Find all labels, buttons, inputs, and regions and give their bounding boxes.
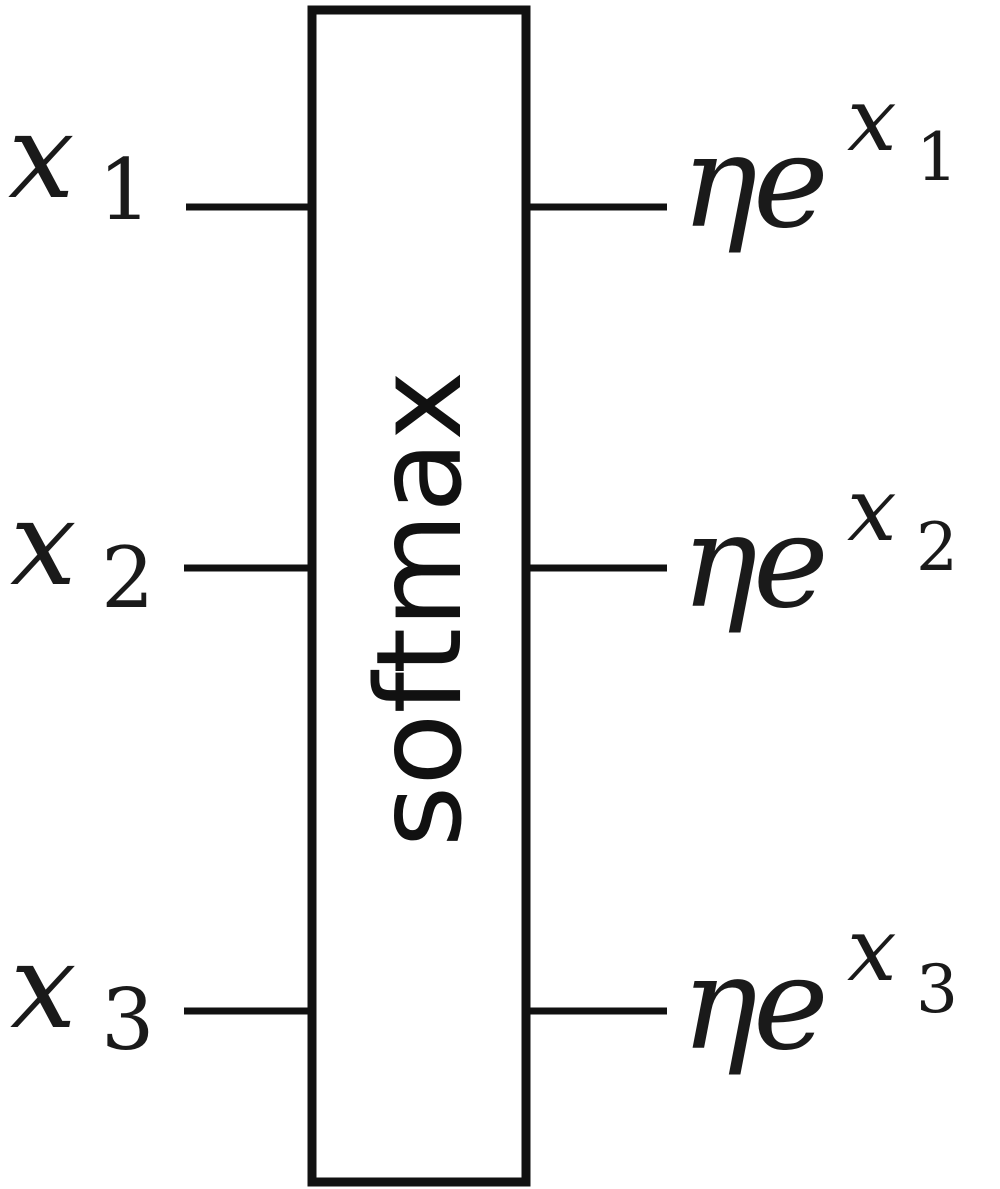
input-label-1: x 1 (8, 87, 151, 239)
output-label-1: η e x 1 (681, 68, 958, 257)
input-label-3: x 3 (10, 917, 154, 1069)
output-exp-sub-1: 1 (916, 119, 958, 196)
output-coef-3: η (681, 930, 758, 1079)
softmax-box (307, 5, 531, 1187)
output-exp-sub-3: 3 (916, 951, 958, 1028)
output-label-3: η e x 3 (681, 898, 958, 1079)
input-var-1: x (8, 87, 75, 225)
softmax-label: softmax (350, 371, 488, 848)
input-label-2: x 2 (10, 474, 154, 627)
output-base-3: e (753, 930, 829, 1079)
output-coef-2: η (681, 488, 758, 637)
output-coef-1: η (681, 108, 758, 257)
output-exp-var-3: x (847, 898, 897, 1001)
output-label-2: η e x 2 (681, 458, 958, 637)
output-exp-sub-2: 2 (916, 509, 958, 586)
input-sub-2: 2 (101, 529, 154, 627)
input-var-3: x (10, 917, 77, 1055)
input-sub-3: 3 (101, 971, 154, 1069)
input-sub-1: 1 (98, 141, 151, 239)
output-exp-var-2: x (847, 458, 897, 561)
input-var-2: x (10, 474, 77, 612)
output-exp-var-1: x (847, 68, 897, 171)
output-base-2: e (753, 488, 829, 637)
output-base-1: e (753, 108, 829, 257)
